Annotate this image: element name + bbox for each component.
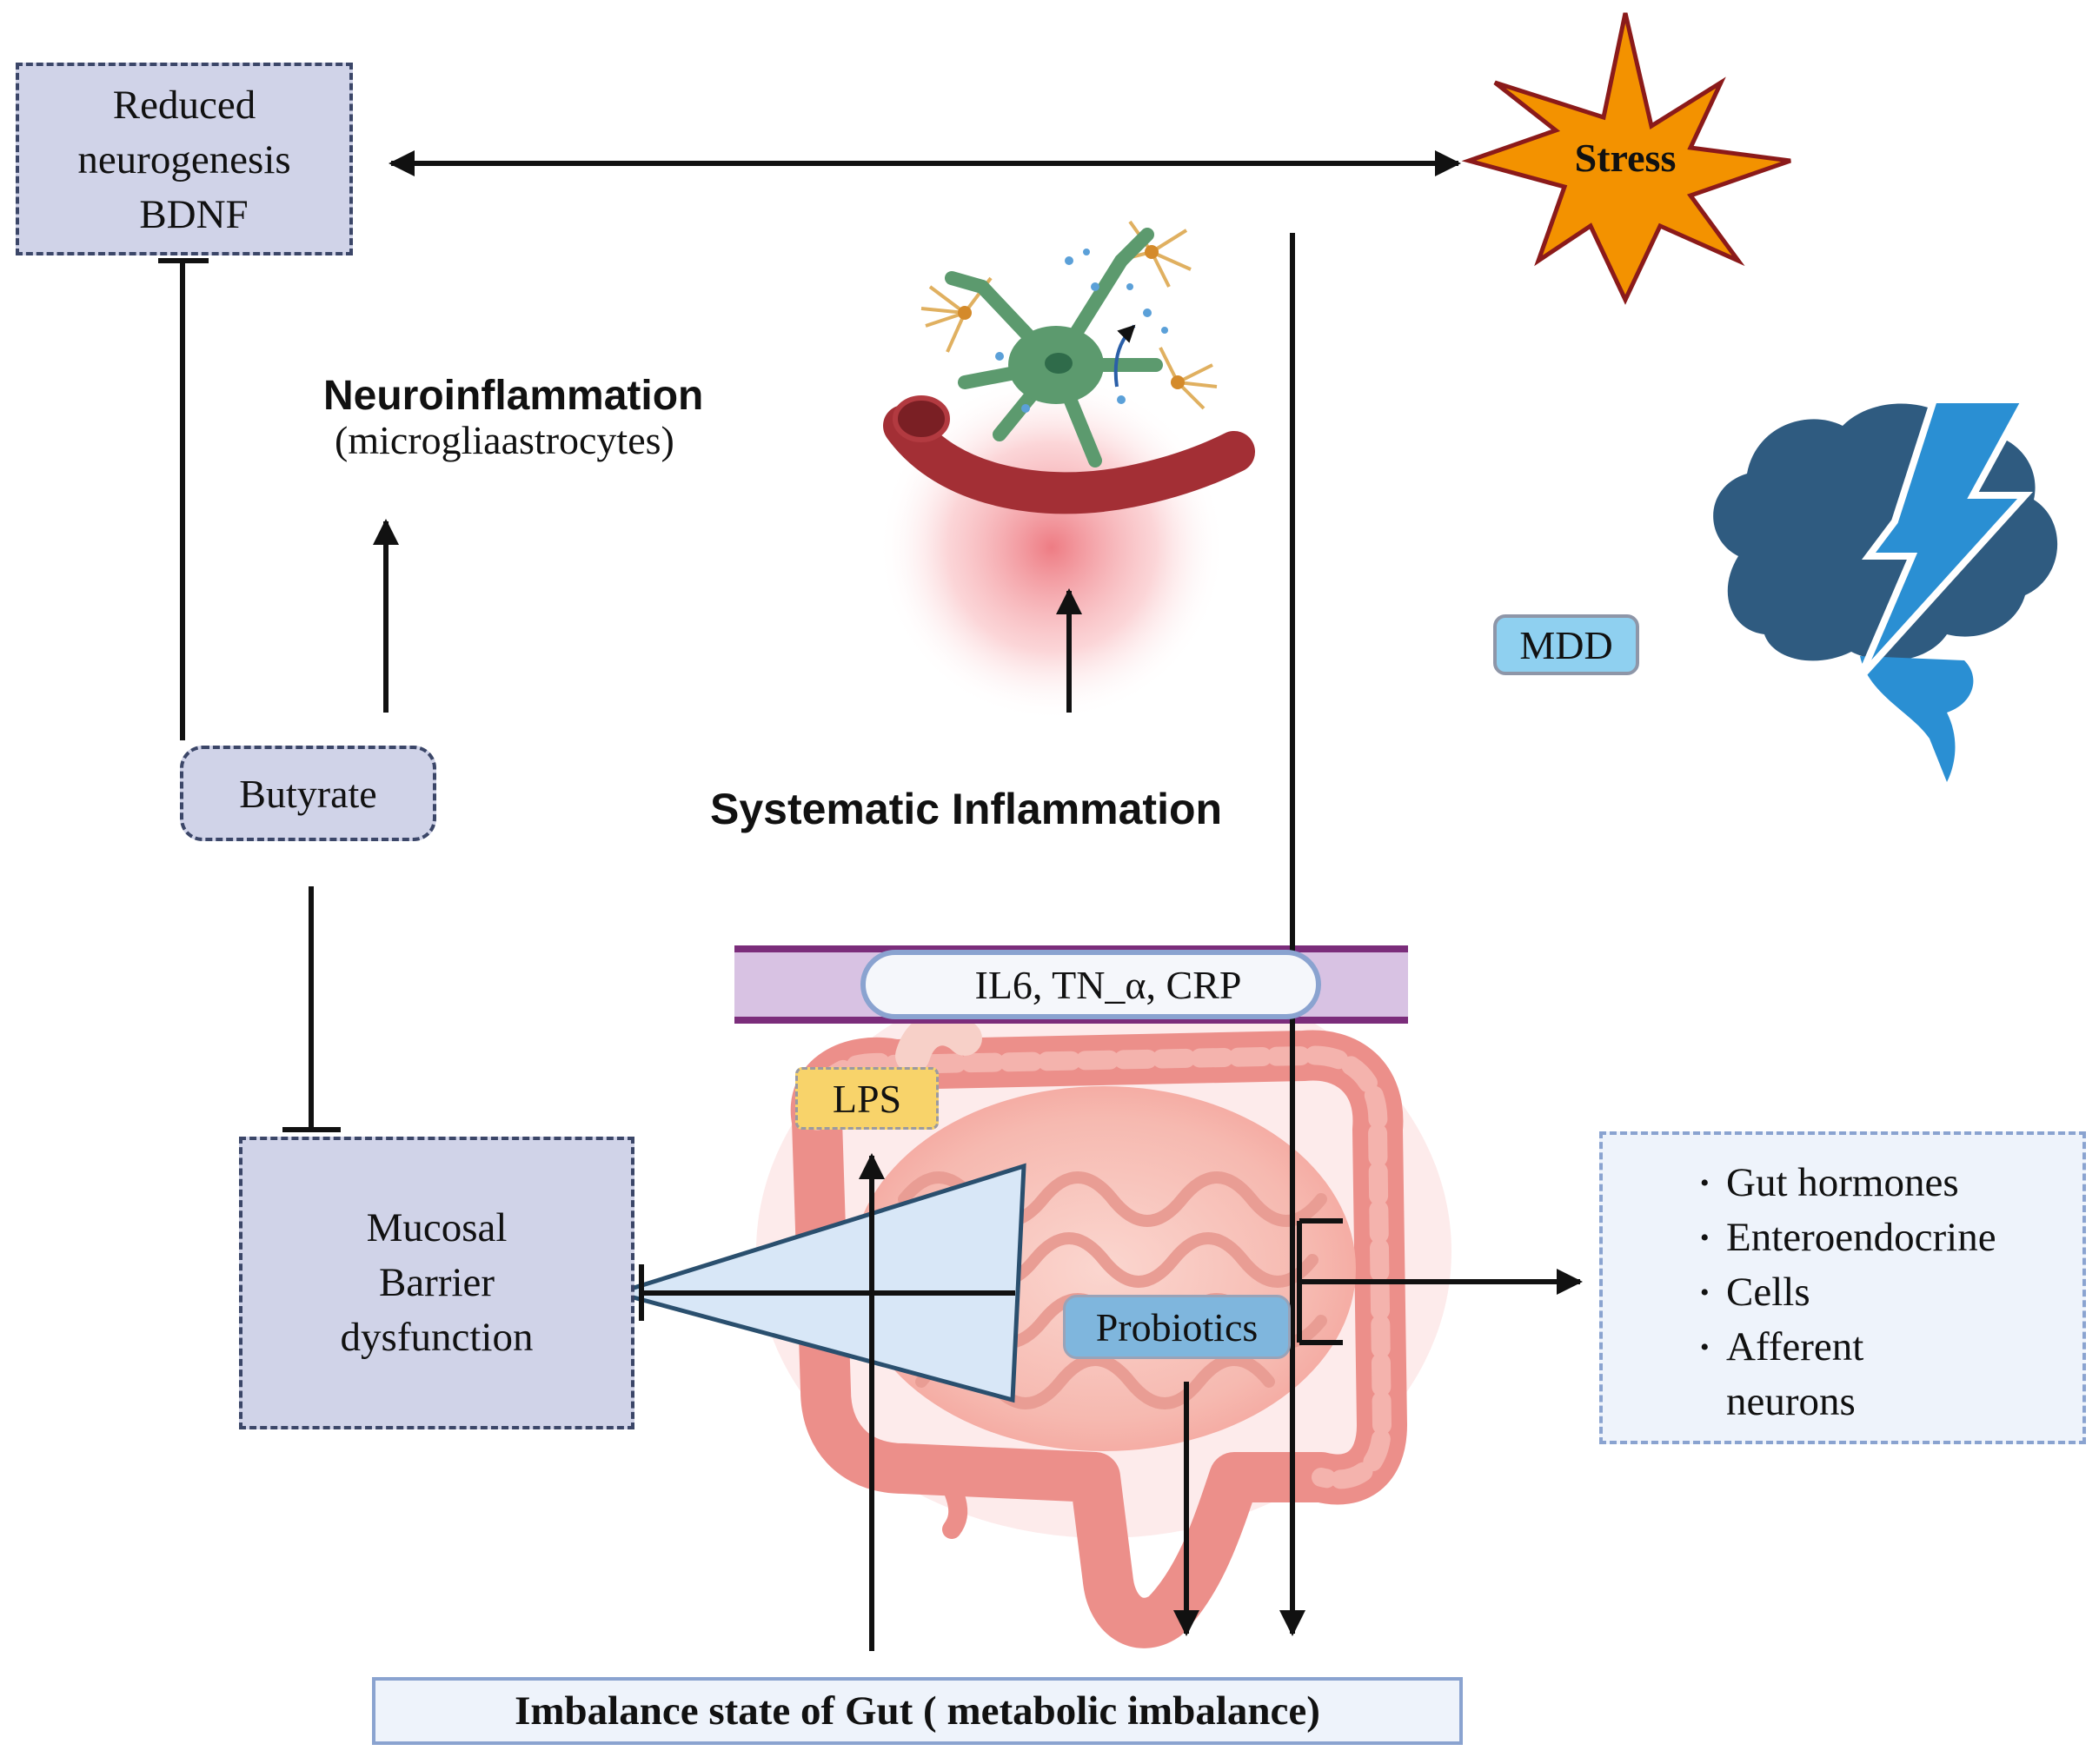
- gut-effects-box: •Gut hormones •Enteroendocrine •Cells •A…: [1599, 1131, 2086, 1444]
- reduced-neurogenesis-line1: Reduced: [112, 82, 256, 128]
- mucosal-barrier-line1: Mucosal: [366, 1205, 508, 1250]
- connectors: [158, 150, 1583, 1651]
- imbalance-label: Imbalance state of Gut ( metabolic imbal…: [515, 1688, 1320, 1734]
- mucosal-barrier-box: Mucosal Barrier dysfunction: [239, 1137, 634, 1429]
- gut-effects-list: •Gut hormones •Enteroendocrine •Cells •A…: [1700, 1156, 2082, 1429]
- reduced-neurogenesis-line3: BDNF: [139, 191, 249, 237]
- probiotics-badge: Probiotics: [1063, 1295, 1291, 1359]
- mdd-badge: MDD: [1493, 614, 1639, 675]
- gut-effects-continuation: neurons: [1726, 1379, 1856, 1424]
- reduced-neurogenesis-box: Reduced neurogenesis BDNF: [16, 63, 353, 255]
- mdd-label: MDD: [1519, 622, 1613, 667]
- reduced-neurogenesis-line2: neurogenesis: [77, 136, 291, 182]
- neuroinflammation-title: Neuroinflammation: [323, 373, 704, 419]
- butyrate-box: Butyrate: [180, 746, 436, 841]
- probiotics-label: Probiotics: [1095, 1304, 1259, 1350]
- stress-label: Stress: [1574, 136, 1677, 180]
- gut-effects-item: •Afferent: [1700, 1320, 2082, 1375]
- mucosal-barrier-line2: Barrier: [378, 1260, 495, 1305]
- brain-lightning-icon: [1713, 396, 2058, 782]
- neuroinflammation-subtitle: (microgliaastrocytes): [335, 418, 674, 462]
- gut-effects-item: •Gut hormones: [1700, 1156, 2082, 1210]
- neuron-blood-vessel-icon: [878, 220, 1255, 721]
- cytokines-label: IL6, TN_α, CRP: [974, 962, 1242, 1007]
- barrier-wedge: [609, 1163, 1026, 1403]
- lps-badge: LPS: [795, 1067, 939, 1130]
- bullet-icon: •: [1700, 1278, 1710, 1307]
- stress-burst-icon: [1461, 12, 1791, 305]
- gut-effects-item: •Cells: [1700, 1265, 2082, 1320]
- butyrate-label: Butyrate: [239, 771, 377, 816]
- bullet-icon: •: [1700, 1333, 1710, 1362]
- lps-label: LPS: [832, 1076, 902, 1121]
- bullet-icon: •: [1700, 1169, 1710, 1197]
- gut-effects-item: •Enteroendocrine: [1700, 1210, 2082, 1265]
- mucosal-barrier-line3: dysfunction: [340, 1315, 534, 1360]
- bullet-icon: •: [1700, 1224, 1710, 1252]
- imbalance-box: Imbalance state of Gut ( metabolic imbal…: [372, 1677, 1463, 1745]
- systematic-inflammation-label: Systematic Inflammation: [710, 785, 1223, 833]
- cytokines-pill: IL6, TN_α, CRP: [860, 950, 1321, 1019]
